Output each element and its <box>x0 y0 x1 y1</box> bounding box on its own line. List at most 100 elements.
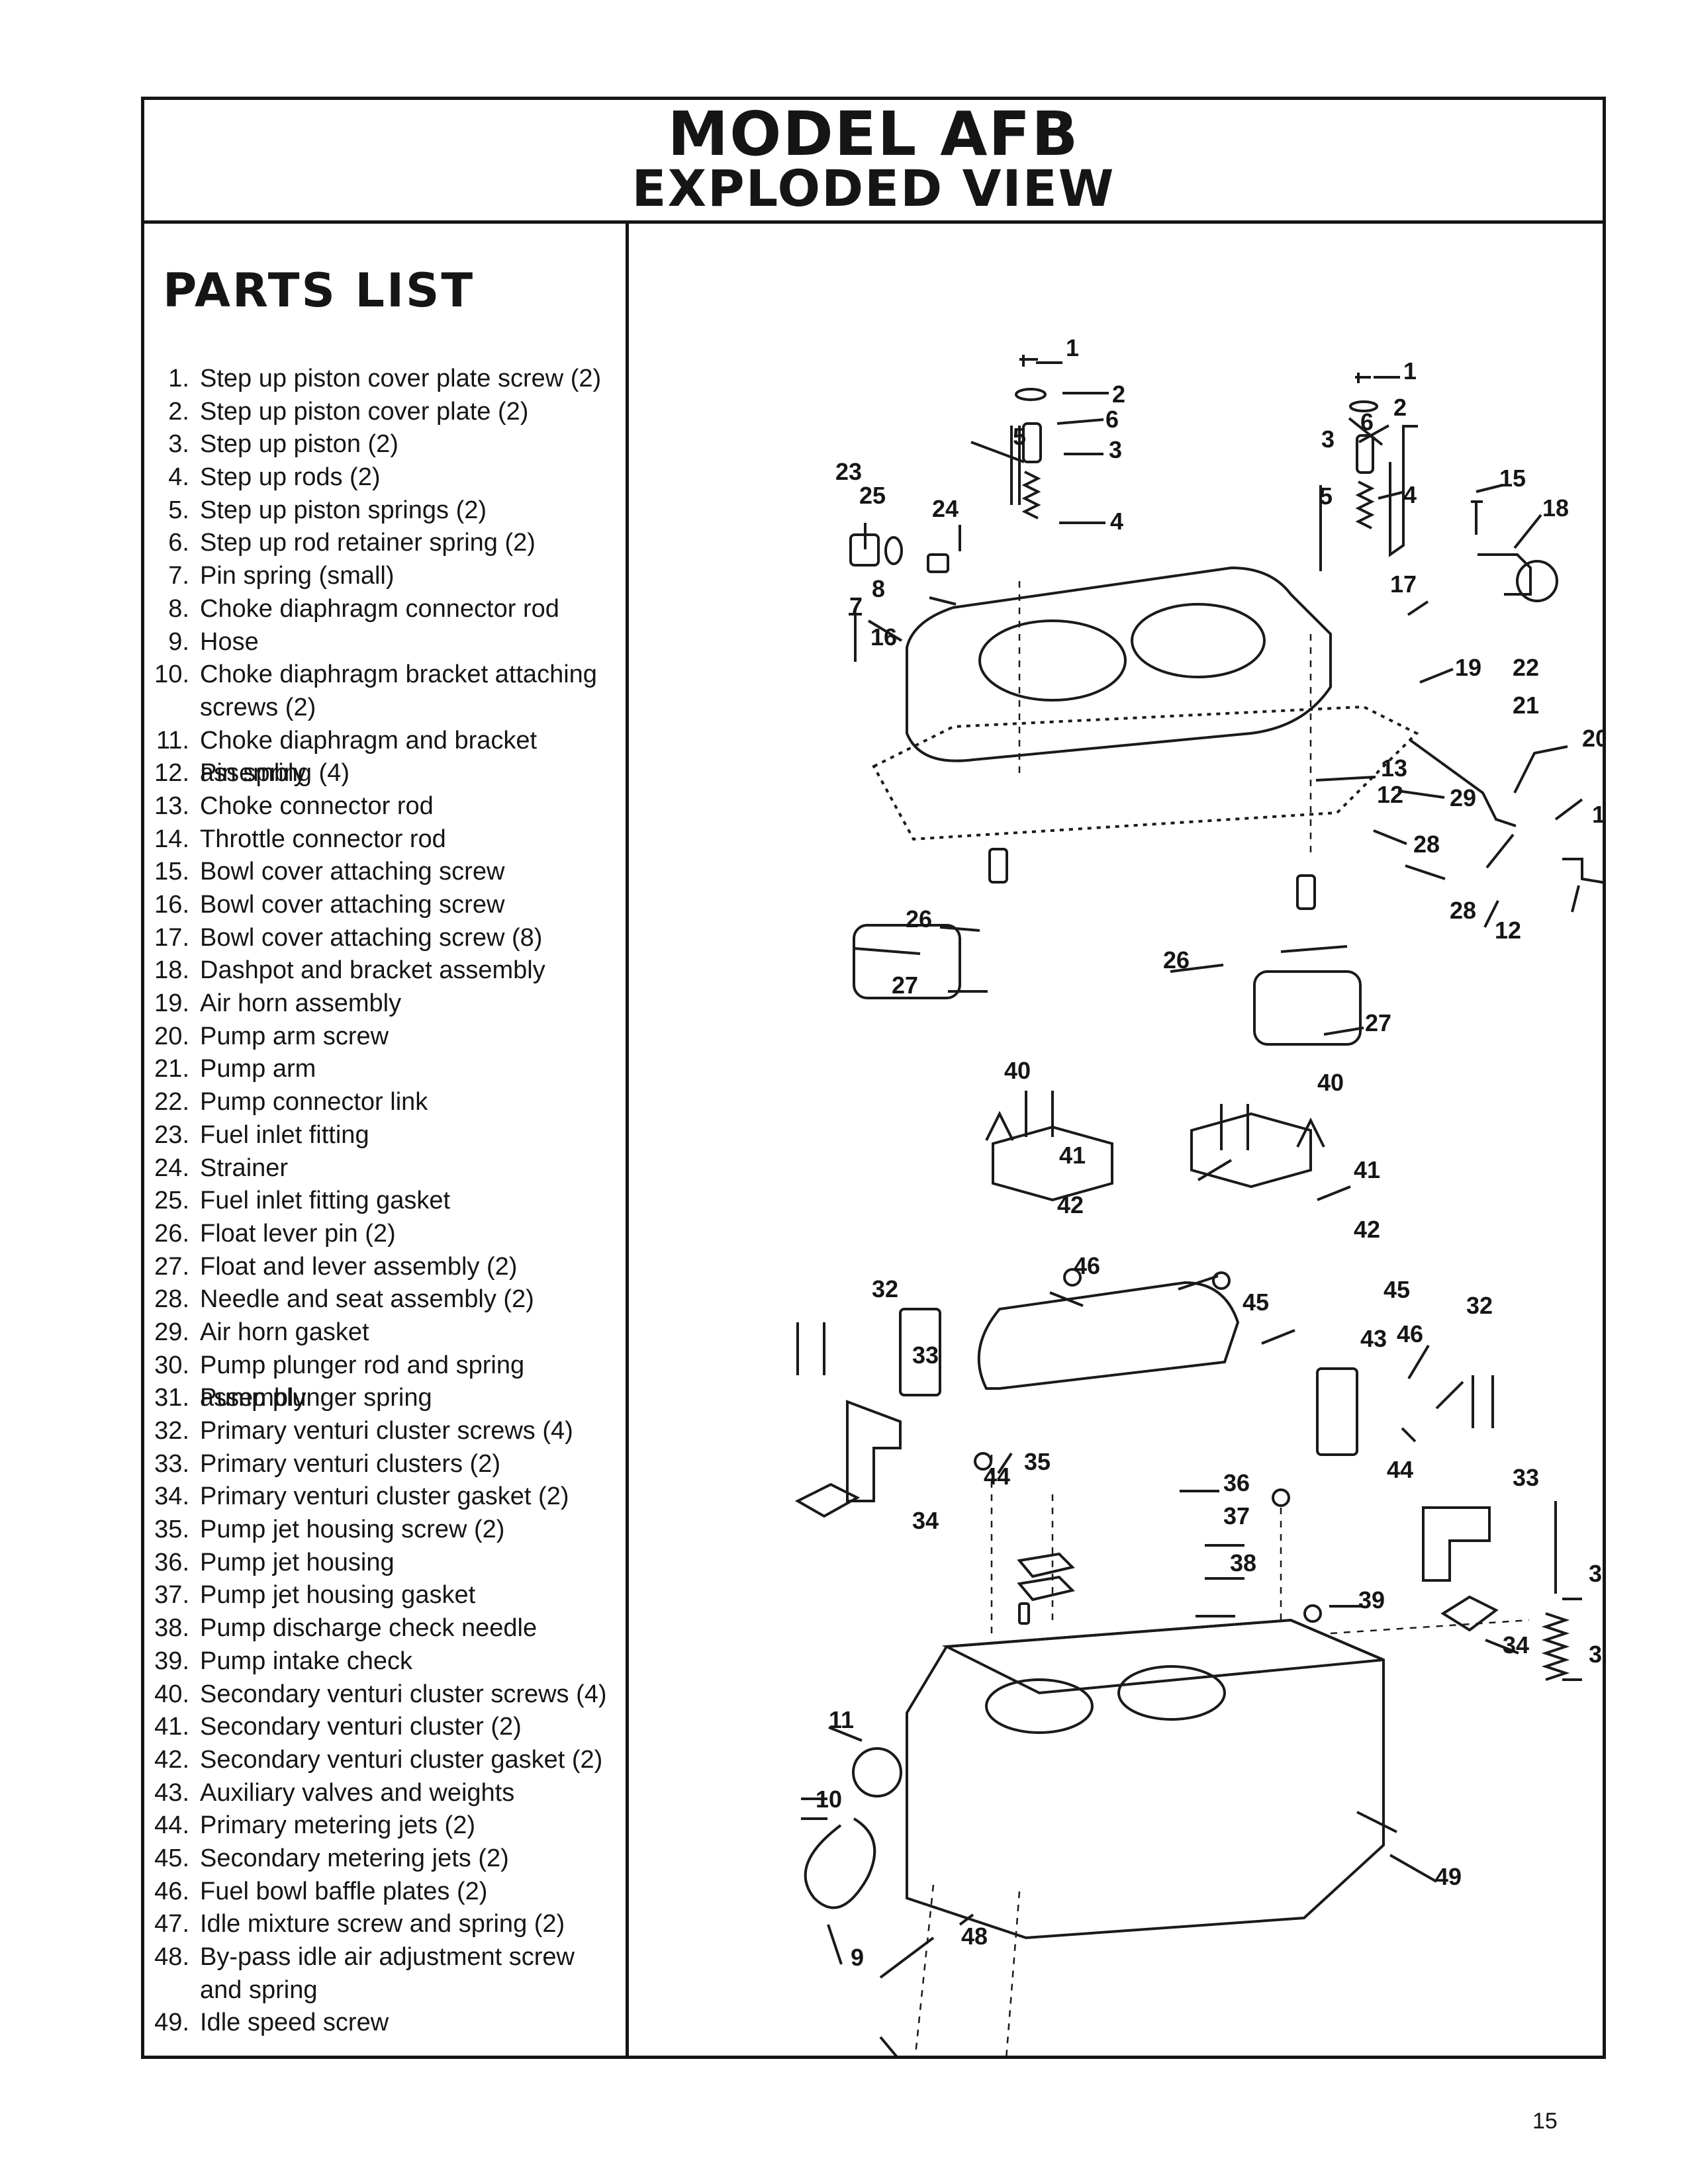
callout-label: 33 <box>912 1342 939 1369</box>
body-bore-1 <box>985 1678 1094 1734</box>
part-number: 17. <box>154 923 189 952</box>
parts-list-item: 13.Choke connector rod <box>144 790 626 823</box>
needle-seat-right <box>1296 874 1316 910</box>
part-description: Throttle connector rod <box>200 825 446 853</box>
part-number: 16. <box>154 891 189 919</box>
part-number: 43. <box>154 1778 189 1807</box>
part-description: Float and lever assembly (2) <box>200 1252 518 1281</box>
needle-seat-left <box>988 848 1008 884</box>
exploded-view-diagram: 1263452325247816126345151817192221201412… <box>794 334 1603 2056</box>
page-title: MODEL AFB <box>667 99 1080 169</box>
callout-label: 1 <box>1403 357 1417 385</box>
callout-label: 28 <box>1450 897 1476 924</box>
part-description: Choke diaphragm bracket attaching screws… <box>200 660 597 721</box>
primary-venturi-left <box>846 1400 902 1502</box>
callout-label: 44 <box>1387 1456 1413 1483</box>
parts-list-item: 34.Primary venturi cluster gasket (2) <box>144 1480 626 1514</box>
hose <box>804 1817 876 1909</box>
callout-label: 28 <box>1413 831 1440 858</box>
part-description: Pin spring (4) <box>200 759 350 788</box>
callout-label: 33 <box>1513 1464 1539 1491</box>
callout-label: 49 <box>1435 1863 1462 1890</box>
callout-label: 12 <box>1377 781 1403 808</box>
part-number: 41. <box>154 1713 189 1741</box>
part-description: Air horn gasket <box>200 1318 369 1346</box>
pump-jet-housing <box>1017 1552 1075 1602</box>
callout-label: 34 <box>912 1507 939 1534</box>
part-description: Bowl cover attaching screw (8) <box>200 923 543 952</box>
screw-15 <box>1471 500 1483 535</box>
part-number: 42. <box>154 1745 189 1774</box>
baffle-plate-left <box>899 1308 941 1396</box>
throttle-connector-rod <box>1562 858 1603 884</box>
callout-label: 14 <box>1592 801 1603 828</box>
part-description: Choke connector rod <box>200 792 434 820</box>
part-number: 18. <box>154 956 189 985</box>
parts-list-item: 35. Pump jet housing screw (2) <box>144 1514 626 1547</box>
main-body-top <box>941 1618 1384 1695</box>
callout-label: 5 <box>1013 423 1026 450</box>
part-number: 33. <box>154 1449 189 1478</box>
page-number: 15 <box>1532 2109 1558 2134</box>
secondary-jet-right <box>1212 1271 1231 1290</box>
callout-label: 9 <box>851 1944 864 1971</box>
part-number: 15. <box>154 858 189 886</box>
parts-list-item: 48.By-pass idle air adjustment screw and… <box>144 1941 626 2007</box>
primary-venturi-screws-left <box>796 1322 825 1375</box>
step-up-piston-left <box>1022 422 1042 463</box>
part-number: 10. <box>154 660 189 689</box>
part-number: 20. <box>154 1022 189 1050</box>
air-horn-bore-right <box>1131 603 1266 678</box>
callout-label: 16 <box>870 623 897 651</box>
callout-label: 18 <box>1542 494 1569 522</box>
callout-labels: 1263452325247816126345151817192221201412… <box>816 334 1603 1971</box>
pump-arm <box>1513 745 1568 794</box>
step-up-piston-right <box>1356 434 1374 474</box>
callout-label: 45 <box>1243 1289 1269 1316</box>
part-description: Secondary venturi cluster screws (4) <box>200 1680 607 1708</box>
parts-list-item: 24.Strainer <box>144 1152 626 1185</box>
pump-plunger-spring <box>1541 1612 1570 1681</box>
callout-label: 15 <box>1499 465 1526 492</box>
part-description: Air horn assembly <box>200 989 402 1018</box>
parts-list-item: 46.Fuel bowl baffle plates (2) <box>144 1876 626 1909</box>
part-number: 35. <box>154 1516 189 1544</box>
parts-list-item: 2.Step up piston cover plate (2) <box>144 396 626 429</box>
part-number: 1. <box>168 365 189 392</box>
callout-label: 41 <box>1059 1142 1086 1169</box>
piston-spring-left <box>1021 471 1041 520</box>
callout-label: 41 <box>1354 1156 1380 1183</box>
part-number: 28. <box>154 1285 189 1314</box>
part-number: 4. <box>168 463 189 492</box>
part-description: Pump arm screw <box>200 1022 389 1050</box>
step-up-screw-left <box>1019 355 1038 367</box>
air-horn-bore-left <box>978 619 1127 702</box>
parts-list-item: 19.Air horn assembly <box>144 987 626 1021</box>
part-description: Pump plunger spring <box>200 1384 432 1412</box>
part-number: 38. <box>154 1614 189 1643</box>
part-number: 2. <box>168 397 189 426</box>
part-description: Pump discharge check needle <box>200 1614 538 1643</box>
part-description: Step up piston (2) <box>200 430 399 459</box>
step-up-screw-right <box>1355 373 1371 383</box>
part-description: Choke diaphragm and bracket assembly <box>200 726 538 788</box>
callout-label: 44 <box>984 1463 1010 1490</box>
part-description: Dashpot and bracket assembly <box>200 956 545 985</box>
part-description: Pump jet housing gasket <box>200 1581 476 1610</box>
part-number: 26. <box>154 1219 189 1248</box>
callout-label: 2 <box>1112 381 1125 408</box>
page-frame: MODEL AFB EXPLODED VIEW PARTS LIST 1.Ste… <box>141 97 1606 2059</box>
part-description: Pump jet housing screw (2) <box>200 1516 505 1544</box>
part-description: Fuel bowl baffle plates (2) <box>200 1877 488 1905</box>
part-description: Hose <box>200 627 259 656</box>
parts-list-item: 39.Pump intake check <box>144 1645 626 1678</box>
callout-label: 32 <box>1466 1292 1493 1319</box>
float-right <box>1253 970 1362 1046</box>
part-number: 27. <box>154 1252 189 1281</box>
parts-list-item: 43.Auxiliary valves and weights <box>144 1777 626 1810</box>
page-subtitle: EXPLODED VIEW <box>632 159 1115 218</box>
parts-list-item: 14.Throttle connector rod <box>144 823 626 856</box>
float-pin-left <box>853 947 921 955</box>
part-number: 24. <box>154 1154 189 1182</box>
callout-label: 23 <box>835 458 862 485</box>
